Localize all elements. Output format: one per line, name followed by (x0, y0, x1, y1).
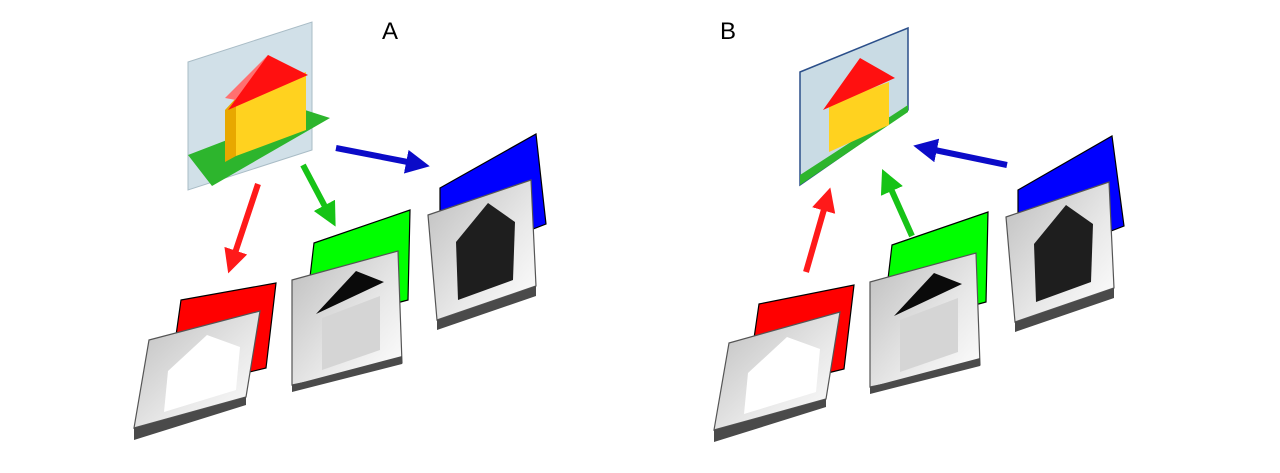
green-channel-card (869, 211, 989, 394)
red-channel-card (133, 282, 277, 440)
panel-b (713, 26, 1125, 442)
red-arrow (224, 183, 261, 274)
blue-arrow (913, 138, 1008, 168)
green-channel-roof (316, 271, 384, 314)
blue-channel-card (1005, 135, 1125, 332)
panel-b-label: B (720, 18, 737, 45)
green-channel-roof (894, 273, 962, 316)
blue-channel-house (1034, 205, 1093, 302)
red-arrow (803, 187, 836, 273)
composite-roof (823, 58, 895, 110)
blue-channel-card (427, 133, 547, 330)
red-channel-card (713, 284, 855, 442)
scene-a (187, 21, 330, 191)
composite-image-b (799, 26, 909, 187)
red-channel-house (164, 335, 240, 412)
house-side-wall (225, 98, 236, 162)
panel-a-label: A (382, 18, 399, 45)
red-channel-house (744, 337, 820, 414)
green-arrow (880, 169, 915, 238)
blue-arrow (335, 145, 430, 174)
green-arrow (300, 163, 336, 227)
panel-a (133, 21, 547, 440)
green-channel-card (291, 209, 411, 392)
blue-channel-house (456, 203, 515, 300)
house-roof (228, 55, 308, 110)
